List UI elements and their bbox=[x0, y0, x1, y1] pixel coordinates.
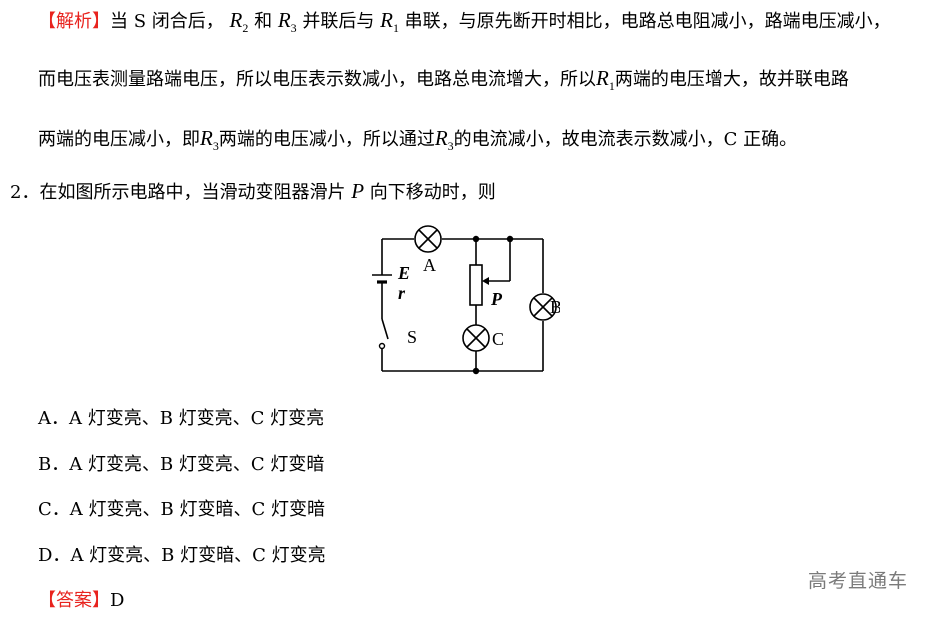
label-c: C bbox=[492, 329, 504, 349]
circuit-diagram: A B C E r P S bbox=[372, 225, 560, 375]
junction-top-left bbox=[472, 235, 480, 243]
lamp-b-icon bbox=[529, 293, 557, 321]
lamp-c-icon bbox=[462, 324, 490, 352]
option-b[interactable]: B．A 灯变亮、B 灯变亮、C 灯变暗 bbox=[38, 454, 325, 475]
option-c[interactable]: C．A 灯变亮、B 灯变暗、C 灯变暗 bbox=[38, 499, 325, 520]
question-stem: 2．在如图所示电路中，当滑动变阻器滑片 P 向下移动时，则 bbox=[10, 179, 496, 203]
switch-blade bbox=[381, 318, 389, 340]
analysis-line-2: 而电压表测量路端电压，所以电压表示数减小，电路总电流增大，所以R1两端的电压增大… bbox=[38, 66, 849, 93]
label-r: r bbox=[398, 283, 406, 303]
answer-tag: 【答案】 bbox=[38, 590, 110, 611]
label-s: S bbox=[407, 327, 417, 347]
label-e: E bbox=[397, 263, 410, 283]
slider-p-label: P bbox=[351, 179, 365, 203]
lamp-a-icon bbox=[414, 225, 442, 253]
option-d[interactable]: D．A 灯变亮、B 灯变暗、C 灯变亮 bbox=[38, 545, 326, 566]
option-a[interactable]: A．A 灯变亮、B 灯变亮、C 灯变亮 bbox=[38, 408, 325, 429]
answer-line: 【答案】D bbox=[38, 589, 124, 613]
analysis-line-3: 两端的电压减小，即R3两端的电压减小，所以通过R3的电流减小，故电流表示数减小，… bbox=[38, 126, 798, 153]
slider-arrow-icon bbox=[482, 277, 489, 285]
watermark: 高考直通车 bbox=[808, 570, 909, 592]
junction-top-right bbox=[506, 235, 514, 243]
label-p: P bbox=[490, 289, 503, 309]
answer-value: D bbox=[110, 590, 125, 611]
junction-bottom bbox=[472, 367, 480, 375]
rheostat-body bbox=[469, 264, 483, 306]
switch-contact bbox=[378, 342, 386, 350]
analysis-line-1: 【解析】当 S 闭合后， R2 和 R3 并联后与 R1 串联，与原先断开时相比… bbox=[38, 8, 891, 35]
label-a: A bbox=[423, 255, 436, 275]
label-b: B bbox=[550, 297, 560, 317]
question-number: 2． bbox=[10, 182, 40, 203]
analysis-tag: 【解析】 bbox=[38, 11, 110, 32]
